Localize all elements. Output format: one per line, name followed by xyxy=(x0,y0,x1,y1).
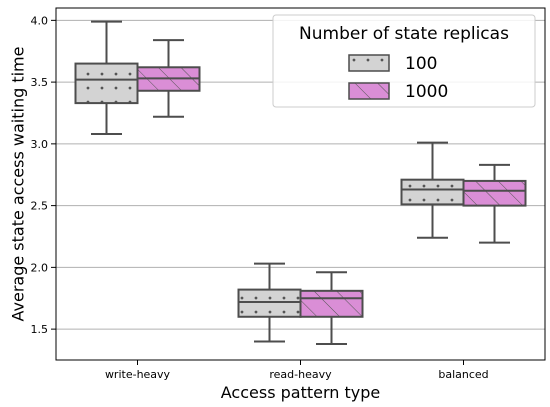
box-read-heavy-1000 xyxy=(299,271,364,345)
y-tick-label: 1.5 xyxy=(31,323,49,336)
y-tick-label: 3.0 xyxy=(31,138,49,151)
y-tick-label: 2.5 xyxy=(31,200,49,213)
y-axis-label: Average state access waiting time xyxy=(9,47,28,322)
legend-label: 100 xyxy=(405,54,437,74)
box-pattern xyxy=(238,289,301,317)
x-tick-label-balanced: balanced xyxy=(438,368,488,381)
x-tick-label-read-heavy: read-heavy xyxy=(269,368,332,381)
box-balanced-1000 xyxy=(462,163,527,244)
x-axis-label: Access pattern type xyxy=(221,383,380,402)
legend-frame xyxy=(272,14,536,108)
legend-items: 100 1000 xyxy=(348,54,448,102)
y-tick-label: 2.0 xyxy=(31,261,49,274)
legend-swatch-outline xyxy=(348,82,390,100)
legend-item-1000: 1000 xyxy=(348,82,448,102)
box-write-heavy-100 xyxy=(74,20,139,135)
legend-item-100: 100 xyxy=(348,54,437,74)
box-pattern xyxy=(300,290,363,317)
box-pattern xyxy=(463,180,526,206)
y-tick-label: 4.0 xyxy=(31,14,49,27)
legend-swatch-pattern xyxy=(349,55,389,71)
box-balanced-100 xyxy=(400,141,465,239)
box-write-heavy-1000 xyxy=(136,39,201,118)
legend-label: 1000 xyxy=(405,82,448,102)
boxes-layer xyxy=(74,20,527,345)
x-tick-label-write-heavy: write-heavy xyxy=(105,368,171,381)
box-outline xyxy=(462,179,527,207)
box-read-heavy-100 xyxy=(237,262,302,343)
legend-swatch-pattern xyxy=(349,83,389,99)
box-pattern xyxy=(401,179,464,205)
ticks-layer: 1.5 2.0 2.5 3.0 3.5 4.0 write-heavy read-heavy b… xyxy=(31,14,489,381)
legend-swatch-outline xyxy=(348,54,390,72)
y-tick-label: 3.5 xyxy=(31,76,49,89)
box-outline xyxy=(299,289,364,318)
legend: Number of state replicas 100 1000 xyxy=(272,14,536,108)
box-pattern xyxy=(75,63,138,104)
legend-title: Number of state replicas xyxy=(299,24,509,44)
